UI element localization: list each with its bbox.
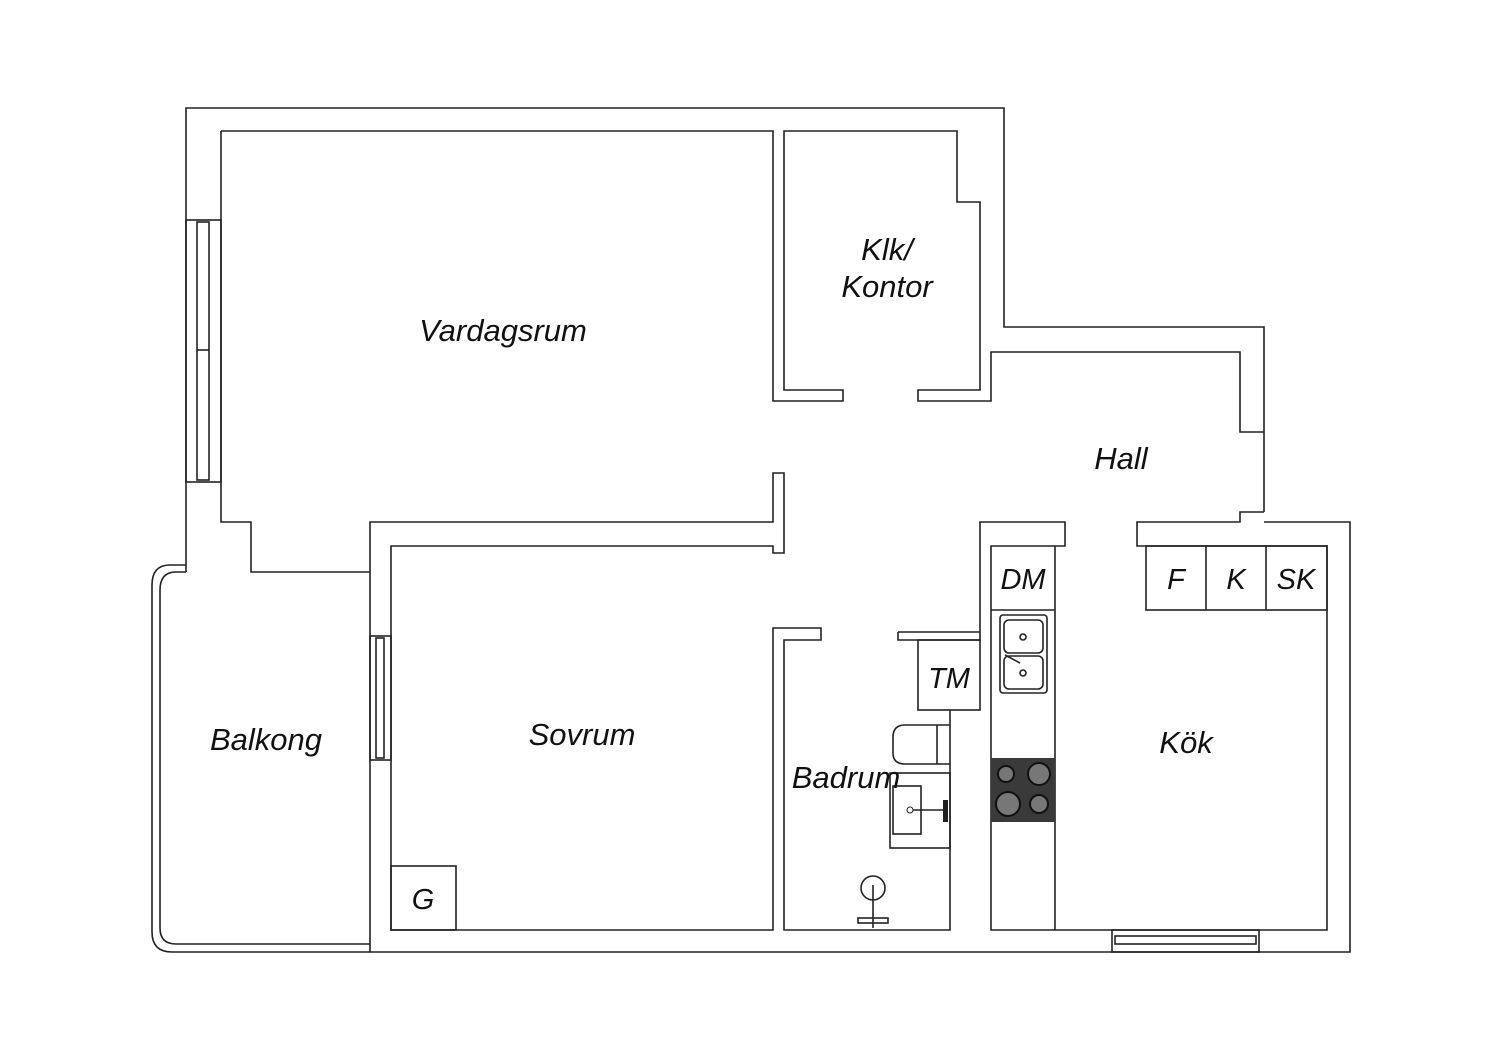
room-label-kitchen: Kök [1159, 725, 1214, 760]
room-label-bathroom: Badrum [792, 760, 901, 795]
room-label-closet: Klk/ [861, 232, 916, 267]
washing-machine-box [917, 639, 981, 711]
room-label-hall: Hall [1094, 441, 1149, 476]
toilet-icon [892, 724, 950, 765]
room-label-bedroom: Sovrum [529, 717, 636, 752]
room-label-living-room: Vardagsrum [419, 313, 587, 348]
window-kitchen [1111, 929, 1260, 953]
living-room-wall-top [221, 130, 1264, 433]
stove-icon [991, 758, 1055, 822]
kitchen-appliances [1145, 545, 1328, 611]
freezer-label: K [1226, 564, 1247, 596]
living-bedroom-wall [369, 472, 951, 931]
fridge-label: F [1167, 564, 1187, 596]
outer-wall [185, 107, 1351, 953]
balcony-railing [151, 564, 370, 953]
dishwasher-label: DM [1000, 564, 1046, 596]
room-label-balcony: Balkong [210, 722, 322, 757]
kitchen-wall [897, 511, 1328, 931]
cabinet-label: SK [1277, 564, 1317, 596]
washing-machine-label: TM [928, 663, 971, 695]
living-room-wall [220, 131, 370, 573]
shower-icon [857, 875, 889, 928]
window-bedroom [369, 635, 392, 761]
wardrobe-box [390, 865, 457, 931]
wardrobe-label: G [412, 884, 435, 916]
room-label-office: Kontor [841, 269, 934, 304]
bathroom-sink-icon [889, 772, 951, 849]
kitchen-sink-icon [999, 614, 1048, 694]
window-living-room [185, 219, 222, 483]
balcony-railing-inner [159, 571, 370, 945]
